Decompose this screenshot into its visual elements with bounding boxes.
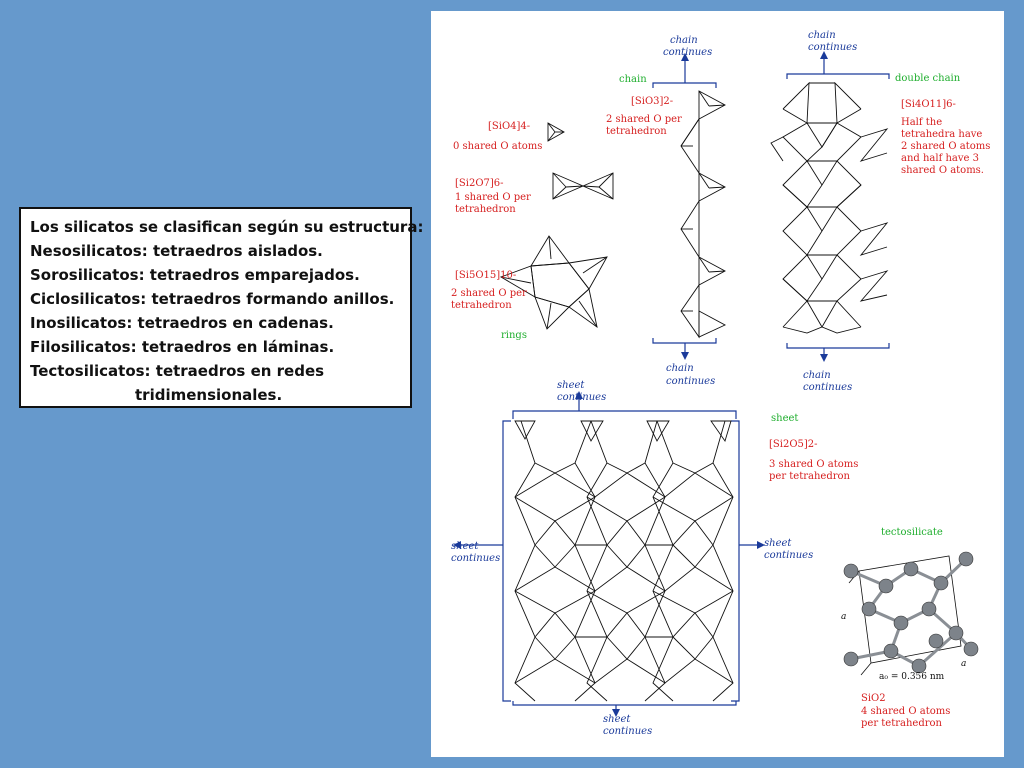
sheet-left-arrow — [453, 541, 461, 549]
double-chain-top-continues-2: continues — [808, 42, 857, 53]
double-chain-tetrahedra — [770, 81, 889, 334]
chain-bottom-continues-1: chain — [666, 363, 694, 374]
sheet-formula: [Si2O5]2- — [769, 439, 818, 450]
sheet-bottom-continues-2: continues — [603, 726, 652, 737]
text-line-inosilicatos: Inosilicatos: tetraedros en cadenas. — [30, 314, 334, 332]
sheet-bottom-continues-1: sheet — [603, 714, 631, 725]
ring-tetrahedra-group: [Si5O15]10- 2 shared O per tetrahedron r… — [451, 235, 608, 341]
text-line-filosilicatos: Filosilicatos: tetraedros en láminas. — [30, 338, 335, 356]
single-chain-tetrahedra — [680, 90, 727, 339]
chain-bottom-continues-2: continues — [666, 376, 715, 387]
text-line-sorosilicatos: Sorosilicatos: tetraedros emparejados. — [30, 266, 360, 284]
tecto-description-2: per tetrahedron — [861, 718, 943, 729]
classification-text-box: Los silicatos se clasifican según su est… — [19, 207, 424, 408]
text-line-ciclosilicatos: Ciclosilicatos: tetraedros formando anil… — [30, 290, 395, 308]
tecto-a0-side: a — [841, 612, 846, 622]
sheet-description-2: per tetrahedron — [769, 471, 851, 482]
sheet-tag: sheet — [771, 413, 798, 424]
chain-top-continues-2: continues — [663, 47, 712, 58]
ring-tetrahedra — [499, 235, 608, 330]
double-chain-desc-3: 2 shared O atoms — [901, 141, 990, 152]
double-chain-bottom-arrow — [820, 354, 828, 362]
sheet-description-1: 3 shared O atoms — [769, 459, 858, 470]
paired-formula: [Si2O7]6- — [455, 178, 504, 189]
sheet-left-bracket — [461, 420, 511, 702]
double-chain-group: chain continues — [770, 30, 990, 393]
sheet-tetrahedra — [514, 420, 734, 702]
double-chain-desc-1: Half the — [901, 117, 942, 128]
isolated-description: 0 shared O atoms — [453, 141, 542, 152]
paired-description-2: tetrahedron — [455, 204, 516, 215]
double-chain-bottom-continues-2: continues — [803, 382, 852, 393]
tecto-tag: tectosilicate — [881, 527, 943, 538]
chain-formula: [SiO3]2- — [631, 96, 673, 107]
ring-description-2: tetrahedron — [451, 300, 512, 311]
silicate-diagram: [SiO4]4- 0 shared O atoms [Si2O7]6- 1 sh… — [451, 30, 990, 737]
chain-tag: chain — [619, 74, 647, 85]
sheet-left-continues-1: sheet — [451, 541, 479, 552]
isolated-tetrahedron-group: [SiO4]4- 0 shared O atoms — [453, 121, 565, 152]
chain-top-continues-1: chain — [670, 35, 698, 46]
chain-description-1: 2 shared O per — [606, 114, 682, 125]
tecto-description-1: 4 shared O atoms — [861, 706, 950, 717]
chain-bottom-bracket — [652, 338, 717, 354]
text-line-tridimensionales: tridimensionales. — [135, 386, 283, 404]
double-chain-desc-2: tetrahedra have — [901, 129, 982, 140]
tecto-crystal-model — [843, 551, 979, 676]
sheet-top-bracket — [512, 397, 737, 419]
paired-description-1: 1 shared O per — [455, 192, 531, 203]
sheet-group: sheet continues sheet continues sheet co… — [451, 380, 858, 737]
double-chain-desc-4: and half have 3 — [901, 153, 979, 164]
double-chain-top-bracket — [786, 57, 890, 79]
paired-tetrahedra-group: [Si2O7]6- 1 shared O per tetrahedron — [455, 172, 614, 215]
isolated-formula: [SiO4]4- — [488, 121, 530, 132]
chain-description-2: tetrahedron — [606, 126, 667, 137]
ring-description-1: 2 shared O per — [451, 288, 527, 299]
double-chain-formula: [Si4O11]6- — [901, 99, 956, 110]
chain-top-arrow — [681, 53, 689, 61]
sheet-bottom-arrow — [612, 709, 620, 717]
sheet-left-continues-2: continues — [451, 553, 500, 564]
double-chain-tag: double chain — [895, 73, 961, 84]
sheet-top-continues-2: continues — [557, 392, 606, 403]
silicate-structures-figure: [SiO4]4- 0 shared O atoms [Si2O7]6- 1 sh… — [431, 11, 1004, 757]
ring-formula: [Si5O15]10- — [455, 270, 516, 281]
double-chain-top-continues-1: chain — [808, 30, 836, 41]
text-line-nesosilicatos: Nesosilicatos: tetraedros aislados. — [30, 242, 323, 260]
sheet-right-continues-2: continues — [764, 550, 813, 561]
double-chain-bottom-bracket — [786, 343, 890, 356]
chain-top-bracket — [652, 59, 717, 88]
sheet-right-arrow — [757, 541, 765, 549]
ring-tag: rings — [501, 330, 527, 341]
sheet-right-bracket — [731, 420, 757, 702]
double-chain-desc-5: shared O atoms. — [901, 165, 984, 176]
double-chain-top-arrow — [820, 51, 828, 59]
sheet-top-arrow — [575, 391, 583, 399]
tecto-a0-bottom: a — [961, 659, 966, 669]
tecto-formula: SiO2 — [861, 693, 886, 704]
sheet-top-continues-1: sheet — [557, 380, 585, 391]
isolated-tetrahedron — [547, 122, 565, 142]
tectosilicate-group: tectosilicate — [841, 527, 979, 729]
text-line-intro: Los silicatos se clasifican según su est… — [30, 218, 424, 236]
double-chain-bottom-continues-1: chain — [803, 370, 831, 381]
chain-bottom-arrow — [681, 352, 689, 360]
sheet-right-continues-1: sheet — [764, 538, 792, 549]
text-line-tectosilicatos: Tectosilicatos: tetraedros en redes — [30, 362, 325, 380]
sheet-bottom-bracket — [512, 701, 737, 711]
tecto-a0-value: a₀ = 0.356 nm — [879, 672, 945, 682]
paired-tetrahedra — [552, 172, 614, 200]
single-chain-group: chain continues chain continues — [606, 35, 727, 387]
